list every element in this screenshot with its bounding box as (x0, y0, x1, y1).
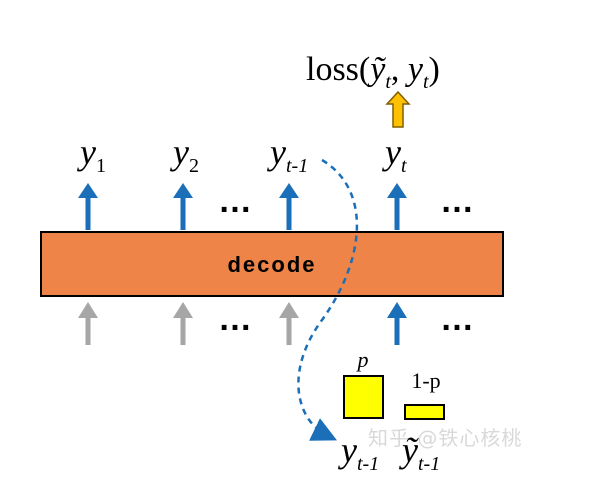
output-ellipsis-2: … (440, 182, 474, 220)
input-ellipsis-1: … (218, 300, 252, 338)
feedback-dashed-arrow (297, 158, 359, 441)
loss-y: y (405, 51, 424, 88)
input-arrow-1 (78, 302, 98, 345)
watermark-text: 知乎 @铁心核桃 (368, 426, 523, 450)
prob-1-minus-p-label: 1-p (411, 368, 440, 393)
decoder-label: decode (227, 252, 316, 277)
loss-prefix: loss( (306, 51, 370, 88)
prob-1-minus-p-bar (404, 404, 445, 420)
loss-up-arrow (385, 90, 411, 128)
decoder-block (40, 231, 504, 297)
loss-subscript-2: t (423, 71, 429, 93)
output-arrow-2 (173, 183, 193, 230)
loss-suffix: ) (429, 51, 440, 88)
input-arrow-2 (173, 302, 193, 345)
output-arrows (78, 183, 407, 230)
loss-separator: , (391, 51, 408, 88)
output-label-y2: y2 (170, 132, 199, 177)
output-label-y1: y1 (77, 132, 106, 177)
loss-y-tilde: ỹ (367, 51, 386, 88)
input-arrow-4 (387, 302, 407, 345)
prob-p-bar (343, 375, 384, 419)
output-arrow-4 (387, 183, 407, 230)
output-arrow-3 (279, 183, 299, 230)
output-arrow-1 (78, 183, 98, 230)
input-arrows (78, 302, 407, 345)
input-ellipsis-2: … (440, 300, 474, 338)
loss-subscript-1: t (385, 71, 391, 93)
sample-pred-label: ỹt-1 (399, 430, 440, 475)
prob-p-label: p (356, 347, 369, 372)
output-label-yt: yt (382, 132, 407, 177)
output-ellipsis-1: … (218, 182, 252, 220)
input-arrow-3 (279, 302, 299, 345)
output-label-yt-1: yt-1 (267, 132, 308, 177)
loss-label: loss(ỹt, yt) (306, 51, 440, 93)
sample-gold-label: yt-1 (338, 430, 379, 475)
